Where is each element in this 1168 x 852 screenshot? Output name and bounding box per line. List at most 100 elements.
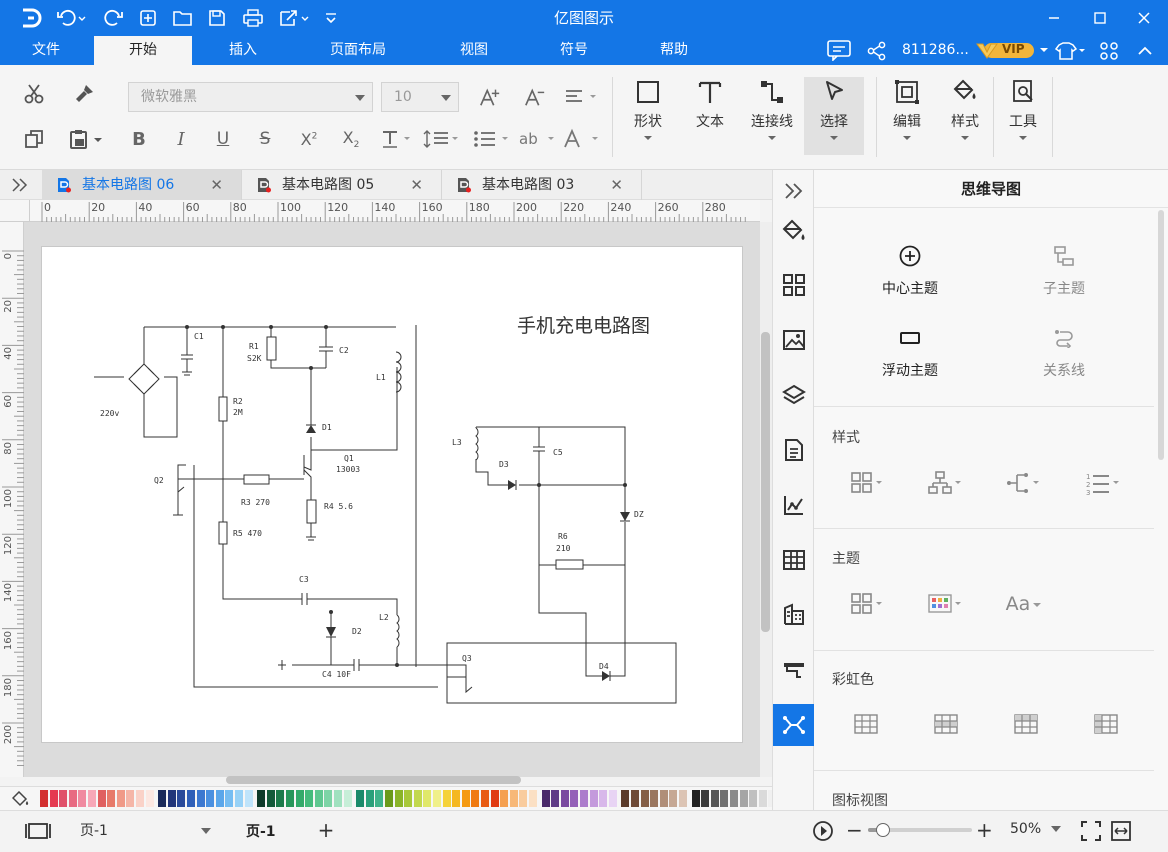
relation-line-button[interactable]: 关系线 [1004,328,1124,380]
color-swatch[interactable] [343,790,352,807]
color-swatch[interactable] [305,790,314,807]
diagram-page[interactable]: C1 R1 S2K C2 L1 220v R2 2M D1 Q1 13003 Q… [41,246,743,743]
rainbow-option-4-icon[interactable] [1092,712,1120,736]
color-swatch[interactable] [519,790,528,807]
style-button[interactable]: 样式 [940,79,990,141]
color-swatch[interactable] [560,790,569,807]
edit-button[interactable]: 编辑 [882,79,932,141]
org-structure-icon[interactable] [926,470,966,496]
theme-color-icon[interactable] [926,591,966,617]
color-swatch[interactable] [481,790,489,807]
color-swatch[interactable] [413,790,422,807]
quick-access-dropdown-icon[interactable] [321,8,341,28]
layout-style-icon[interactable] [848,470,888,496]
menu-home[interactable]: 开始 [94,36,192,65]
feedback-icon[interactable] [826,39,854,61]
account-dropdown-icon[interactable] [1038,44,1050,56]
close-window-icon[interactable] [1134,8,1154,28]
shapes-panel-icon[interactable] [773,264,814,306]
zoom-out-icon[interactable]: − [846,818,863,842]
apps-icon[interactable] [1098,40,1120,62]
format-painter-icon[interactable] [73,83,95,105]
circuit-diagram[interactable]: C1 R1 S2K C2 L1 220v R2 2M D1 Q1 13003 Q… [42,247,744,744]
color-swatch[interactable] [257,790,266,807]
color-swatch[interactable] [749,790,758,807]
color-swatch[interactable] [710,790,719,807]
bold-icon[interactable]: B [132,128,146,150]
color-swatch[interactable] [500,790,509,807]
color-swatch[interactable] [631,790,639,807]
superscript-icon[interactable]: X2 [300,129,318,149]
color-swatch[interactable] [570,790,579,807]
color-swatch[interactable] [276,790,285,807]
color-swatch[interactable] [225,790,234,807]
add-page-icon[interactable]: + [317,818,335,842]
close-tab-icon[interactable]: ✕ [610,176,623,194]
text-style-icon[interactable] [380,128,416,150]
color-swatch[interactable] [701,790,710,807]
color-swatch[interactable] [136,790,144,807]
font-size-dropdown[interactable]: 10 [381,82,459,112]
zoom-dropdown-icon[interactable] [1050,825,1062,835]
fit-page-icon[interactable] [1080,820,1102,842]
color-swatch[interactable] [196,790,205,807]
theme-font-icon[interactable]: Aa [1004,591,1044,617]
color-swatch[interactable] [88,790,96,807]
color-swatch[interactable] [589,790,598,807]
floating-topic-button[interactable]: 浮动主题 [850,328,970,380]
color-swatch[interactable] [49,790,58,807]
color-swatch[interactable] [509,790,518,807]
color-swatch[interactable] [650,790,659,807]
zoom-level[interactable]: 50% [1010,821,1042,837]
tab-doc-03[interactable]: 基本电路图 03 ✕ [442,170,642,200]
menu-page-layout[interactable]: 页面布局 [330,42,386,58]
layers-panel-icon[interactable] [773,374,814,416]
italic-icon[interactable]: I [177,128,185,150]
table-panel-icon[interactable] [773,539,814,581]
zoom-in-icon[interactable]: + [976,818,993,842]
subscript-icon[interactable]: X2 [342,127,360,151]
color-swatch[interactable] [266,790,275,807]
page-view-icon[interactable] [24,821,52,841]
color-swatch[interactable] [461,790,470,807]
expand-library-icon[interactable] [10,176,30,194]
color-swatch[interactable] [659,790,668,807]
play-icon[interactable] [812,820,834,842]
color-swatch[interactable] [375,790,384,807]
color-swatch[interactable] [452,790,461,807]
rainbow-option-2-icon[interactable] [932,712,960,736]
presentation-panel-icon[interactable] [773,649,814,691]
color-swatch[interactable] [471,790,480,807]
line-spacing-icon[interactable] [422,128,462,150]
menu-symbols[interactable]: 符号 [560,42,588,58]
color-swatch[interactable] [215,790,224,807]
connector-button[interactable]: 连接线 [742,79,802,141]
close-tab-icon[interactable]: ✕ [210,176,223,194]
mind-map-panel-icon[interactable] [773,704,814,746]
collapse-ribbon-icon[interactable] [1134,40,1156,62]
sub-topic-button[interactable]: 子主题 [1004,244,1124,298]
zoom-slider-handle[interactable] [876,823,890,837]
color-swatch[interactable] [640,790,649,807]
underline-icon[interactable]: U [216,129,230,149]
decrease-font-icon[interactable] [524,86,546,108]
color-swatch[interactable] [167,790,176,807]
text-case-icon[interactable]: ab [518,128,558,150]
collapse-panel-icon[interactable] [773,170,814,212]
color-swatch[interactable] [541,790,550,807]
color-swatch[interactable] [126,790,135,807]
user-name[interactable]: 811286... [902,42,969,58]
minimize-icon[interactable] [1044,8,1064,28]
share-icon[interactable] [866,40,888,62]
color-swatch[interactable] [116,790,125,807]
color-swatch[interactable] [187,790,195,807]
color-swatch[interactable] [356,790,365,807]
menu-help[interactable]: 帮助 [660,42,688,58]
skin-icon[interactable] [1054,40,1088,62]
undo-icon[interactable] [56,8,86,28]
center-topic-button[interactable]: 中心主题 [850,244,970,298]
color-swatch[interactable] [730,790,738,807]
vip-badge[interactable]: VIP [976,40,1036,61]
color-swatch[interactable] [244,790,253,807]
save-icon[interactable] [207,8,227,28]
